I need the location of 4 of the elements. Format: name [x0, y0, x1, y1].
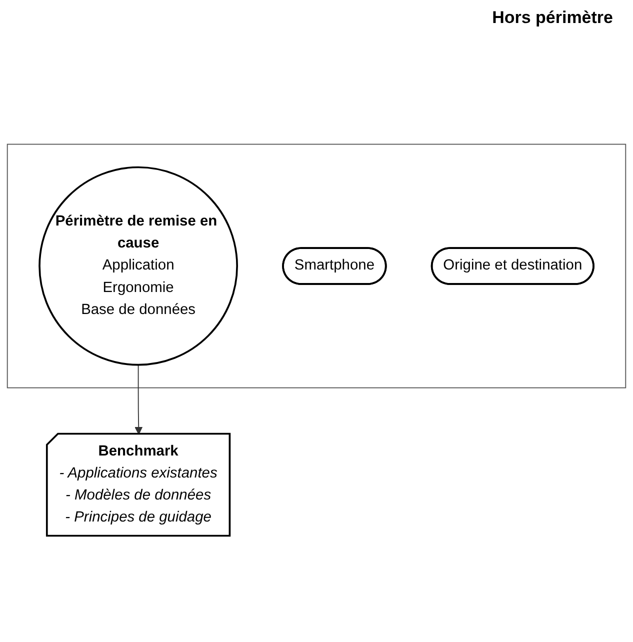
arrow [134, 364, 143, 435]
cluster [6, 144, 626, 388]
node-circle: Périmètre de remise en cause Application Ergonomie Base de données [38, 166, 238, 366]
group-heading: Hors périmètre [492, 8, 613, 28]
